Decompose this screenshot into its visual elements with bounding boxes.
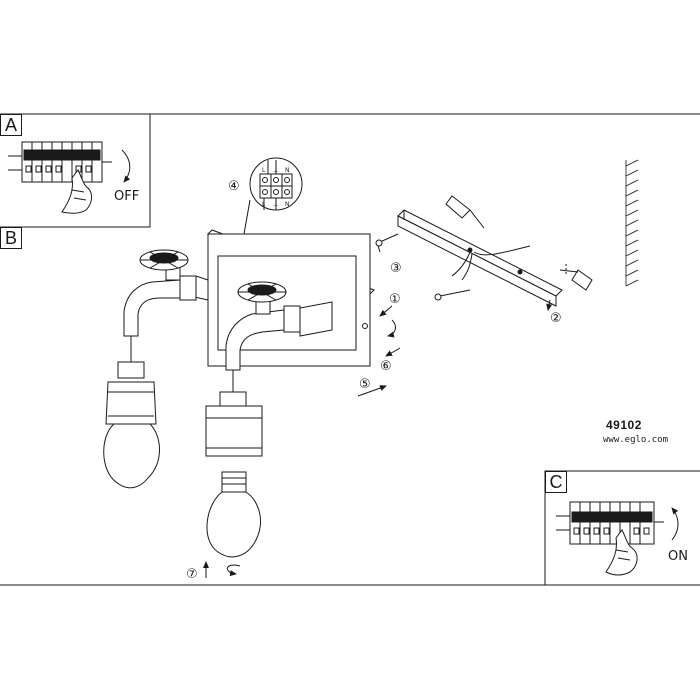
panel-b-label: B: [0, 227, 22, 249]
loose-bulb: [206, 471, 261, 558]
breaker-modules-a: [23, 142, 101, 182]
wall-plug-left: [445, 195, 485, 229]
panel-c-breaker: [556, 501, 679, 576]
valve-wheel-right: [237, 281, 287, 303]
terminal-block-detail: [243, 157, 303, 235]
step-7: ⑦: [186, 567, 198, 582]
breaker-modules-c: [571, 502, 653, 544]
frame-lines: [0, 113, 700, 586]
step-1: ①: [389, 292, 401, 307]
wall-hatch: [625, 159, 639, 287]
panel-a-breaker: [8, 141, 131, 214]
step-3: ③: [390, 261, 402, 276]
model-number: 49102: [606, 418, 642, 432]
website: www.eglo.com: [603, 435, 669, 445]
left-tap-lamp: [103, 249, 209, 489]
step-arrows: [203, 245, 553, 578]
step-2: ②: [550, 311, 562, 326]
rotate-arrow-a: [121, 149, 131, 183]
hand-a: [61, 169, 93, 214]
step-5: ⑤: [359, 377, 371, 392]
panel-a-label: A: [0, 114, 22, 136]
rotate-arrow-c: [671, 507, 679, 541]
mounting-bracket: [375, 195, 593, 307]
wall-plug-right: [559, 269, 593, 291]
screw-left: [375, 233, 399, 247]
valve-wheel-left: [139, 249, 189, 271]
hand-c: [605, 529, 638, 576]
terminal-bottom-l: L: [262, 201, 266, 208]
right-tap-socket: [205, 281, 333, 457]
terminal-bottom-n: N: [285, 201, 290, 208]
wires: [451, 245, 531, 281]
panel-c-label: C: [545, 471, 567, 493]
terminal-top-n: N: [285, 167, 290, 174]
terminal-top-l: L: [262, 167, 266, 174]
panel-a-action: OFF: [114, 189, 139, 204]
screw-right: [434, 289, 471, 301]
panel-c-action: ON: [668, 549, 688, 564]
step-6: ⑥: [380, 359, 392, 374]
step-4: ④: [228, 179, 240, 194]
terminal-top-earth: ⊥: [273, 167, 278, 174]
terminal-bottom-earth: ⊥: [273, 201, 278, 208]
